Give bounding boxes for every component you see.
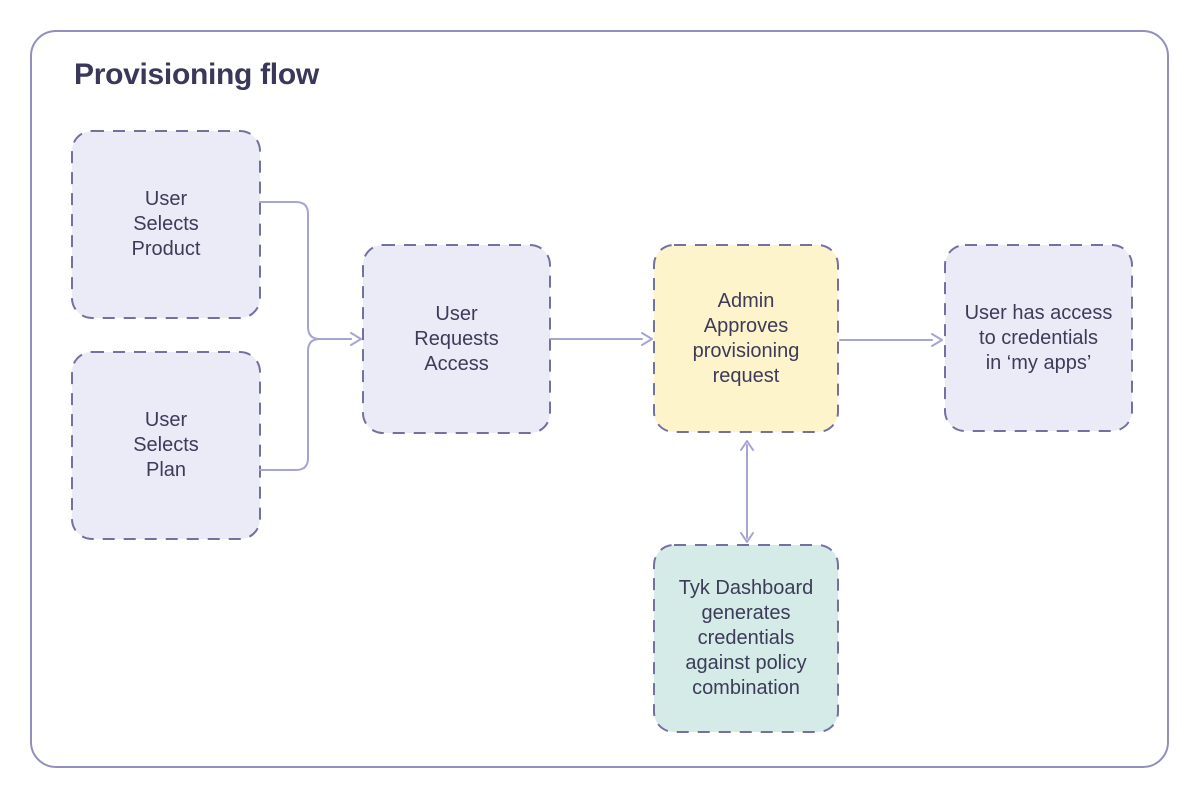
node-box-user-requests-access [362, 244, 551, 434]
diagram-title: Provisioning flow [74, 58, 319, 91]
node-box-user-selects-plan [71, 351, 261, 540]
arrowhead-into-admin-icon [641, 332, 653, 346]
node-box-admin-approves-request [653, 244, 839, 433]
arrowhead-into-request-icon [350, 332, 362, 346]
arrowhead-up-icon [740, 440, 754, 451]
node-box-user-selects-product [71, 130, 261, 319]
arrowhead-down-icon [740, 532, 754, 543]
node-box-tyk-dashboard-generates [653, 544, 839, 733]
diagram-frame [30, 30, 1169, 768]
arrowhead-into-myapps-icon [931, 333, 943, 347]
edge-product-to-request [259, 201, 352, 340]
edge-plan-to-request [259, 338, 352, 471]
node-box-user-has-access [944, 244, 1133, 432]
